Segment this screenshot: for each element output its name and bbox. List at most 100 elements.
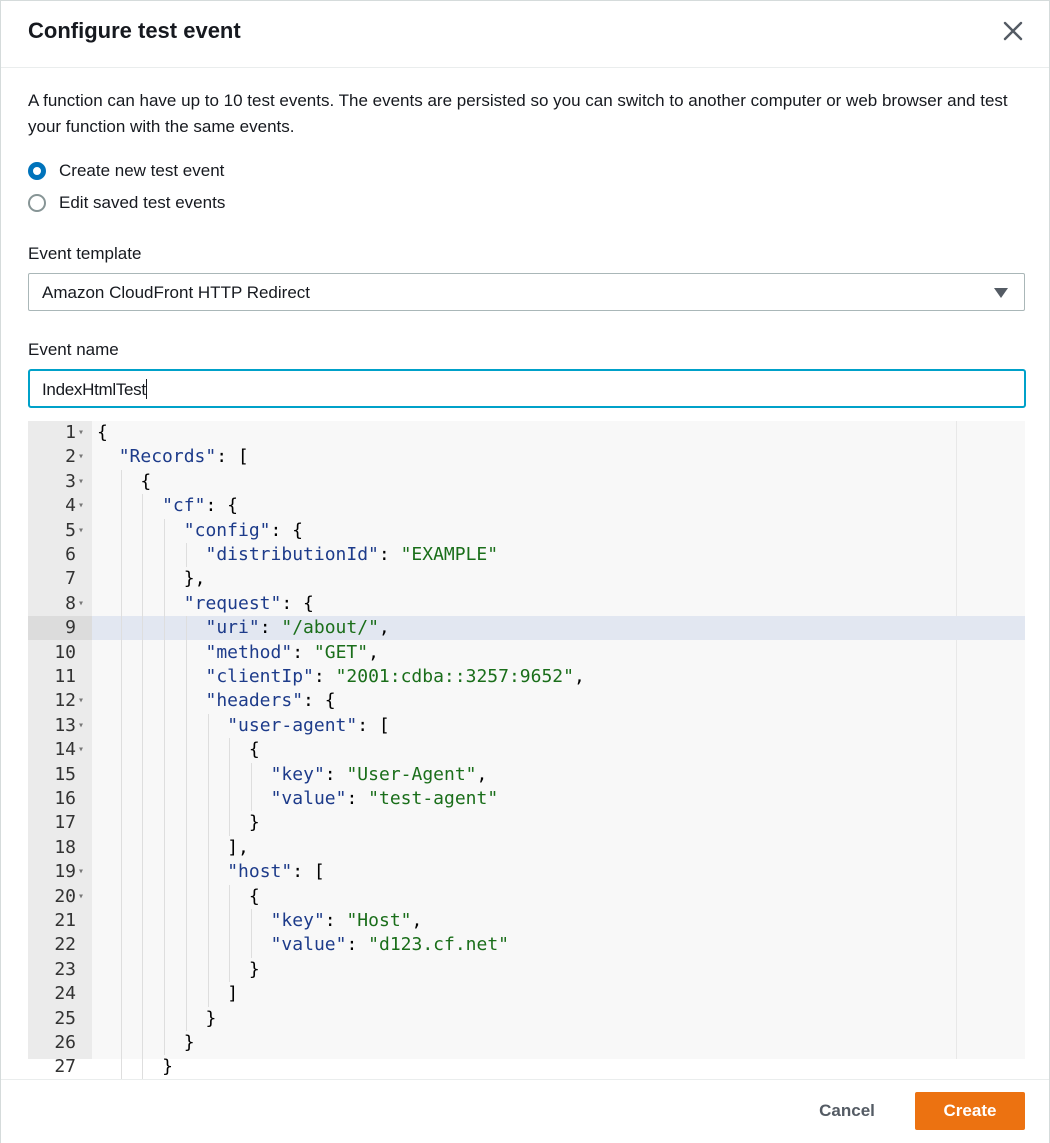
- fold-toggle-icon[interactable]: ▾: [78, 475, 85, 487]
- line-number: 4: [65, 495, 76, 517]
- json-punctuation: : [: [292, 861, 325, 883]
- json-string: "User-Agent": [346, 763, 477, 785]
- radio-create-new-test-event[interactable]: Create new test event: [28, 160, 224, 182]
- event-name-label: Event name: [28, 340, 119, 359]
- fold-toggle-icon[interactable]: ▾: [78, 866, 85, 878]
- indent-guide: [120, 933, 122, 958]
- code-text: "value": "test-agent": [271, 787, 499, 811]
- json-punctuation: }: [183, 1032, 195, 1053]
- indent-guide: [142, 860, 144, 885]
- code-text: "headers": {: [206, 689, 336, 713]
- radio-button[interactable]: [28, 162, 46, 180]
- event-name-input[interactable]: IndexHtmlTest: [28, 369, 1026, 408]
- indent-guide: [120, 591, 122, 617]
- radio-edit-saved-test-events[interactable]: Edit saved test events: [28, 192, 225, 214]
- code-text: "method": "GET",: [206, 641, 379, 665]
- indent-guide: [142, 811, 144, 836]
- fold-toggle-icon[interactable]: ▾: [78, 427, 85, 438]
- line-number: 1: [65, 422, 76, 443]
- json-string: "d123.cf.net": [368, 934, 510, 956]
- code-text: "key": "User-Agent",: [271, 763, 488, 787]
- fold-toggle-icon[interactable]: ▾: [78, 890, 85, 902]
- json-code-editor[interactable]: 1▾{2▾"Records": [3▾{4▾"cf": {5▾"config":…: [28, 421, 1025, 1080]
- indent-guide: [164, 884, 166, 909]
- code-text: }: [162, 1055, 173, 1079]
- line-number: 2: [65, 446, 76, 468]
- json-punctuation: : [: [216, 446, 249, 468]
- json-punctuation: :: [313, 666, 336, 687]
- code-text: },: [184, 567, 206, 591]
- dialog-description: A function can have up to 10 test events…: [28, 91, 1008, 136]
- json-punctuation: :: [346, 788, 369, 809]
- fold-toggle-icon[interactable]: ▾: [78, 695, 85, 707]
- json-key: "headers": [205, 690, 304, 712]
- json-punctuation: ,: [411, 910, 423, 931]
- indent-guide: [142, 616, 144, 641]
- code-line: 11"clientIp": "2001:cdba::3257:9652",: [28, 665, 1025, 690]
- indent-guide: [142, 689, 144, 714]
- line-number: 10: [54, 641, 76, 663]
- line-number: 11: [54, 666, 76, 687]
- json-key: "key": [270, 910, 325, 931]
- json-string: "/about/": [281, 617, 379, 639]
- code-line: 4▾ "cf": {: [28, 494, 1025, 519]
- close-icon[interactable]: [998, 16, 1028, 46]
- fold-toggle-icon[interactable]: ▾: [78, 500, 85, 512]
- line-number: 20: [54, 885, 76, 907]
- json-string: "2001:cdba::3257:9652": [335, 666, 574, 687]
- text-cursor: [145, 379, 147, 399]
- indent-guide: [164, 835, 166, 861]
- code-line: 23}: [28, 957, 1025, 983]
- json-key: "uri": [205, 617, 260, 639]
- event-name-value: IndexHtmlTest: [42, 380, 146, 399]
- radio-button[interactable]: [28, 194, 46, 212]
- fold-toggle-icon[interactable]: ▾: [78, 719, 85, 731]
- fold-toggle-icon[interactable]: ▾: [78, 451, 85, 463]
- json-punctuation: ],: [227, 836, 249, 858]
- json-punctuation: {: [97, 422, 108, 443]
- indent-guide: [142, 957, 144, 983]
- json-punctuation: }: [205, 1007, 217, 1029]
- code-line: 9"uri": "/about/",: [28, 616, 1025, 641]
- indent-guide: [120, 762, 122, 787]
- json-key: "config": [183, 519, 271, 541]
- json-punctuation: ,: [476, 763, 488, 785]
- code-line: 5▾"config": {: [28, 518, 1025, 543]
- indent-guide: [164, 909, 166, 934]
- indent-guide: [120, 543, 122, 568]
- create-button[interactable]: Create: [915, 1092, 1025, 1130]
- indent-guide: [185, 933, 187, 958]
- json-punctuation: ,: [368, 641, 379, 663]
- indent-guide: [185, 543, 187, 568]
- code-line: 13▾"user-agent": [: [28, 713, 1025, 739]
- indent-guide: [164, 543, 166, 568]
- json-punctuation: {: [140, 470, 152, 492]
- indent-guide: [185, 713, 187, 739]
- indent-guide: [207, 860, 209, 885]
- indent-guide: [120, 811, 122, 836]
- json-punctuation: {: [248, 885, 260, 907]
- indent-guide: [142, 518, 144, 543]
- fold-toggle-icon[interactable]: ▾: [78, 524, 85, 536]
- indent-guide: [207, 884, 209, 909]
- event-template-select[interactable]: Amazon CloudFront HTTP Redirect: [28, 273, 1025, 311]
- indent-guide: [207, 957, 209, 983]
- indent-guide: [120, 518, 122, 543]
- code-text: {: [97, 421, 108, 445]
- fold-toggle-icon[interactable]: ▾: [78, 744, 85, 756]
- indent-guide: [185, 1006, 187, 1031]
- indent-guide: [120, 713, 122, 739]
- indent-guide: [229, 738, 231, 763]
- indent-guide: [120, 835, 122, 861]
- cancel-button[interactable]: Cancel: [819, 1101, 875, 1120]
- json-punctuation: ]: [227, 983, 239, 1005]
- fold-toggle-icon[interactable]: ▾: [78, 597, 85, 609]
- code-line: 19▾"host": [: [28, 860, 1025, 885]
- json-key: "host": [227, 861, 293, 883]
- dialog-header: Configure test event: [1, 1, 1049, 68]
- dialog-footer: Cancel Create: [1, 1079, 1049, 1143]
- indent-guide: [164, 933, 166, 958]
- json-key: "cf": [162, 495, 206, 517]
- code-text: "cf": {: [162, 494, 238, 518]
